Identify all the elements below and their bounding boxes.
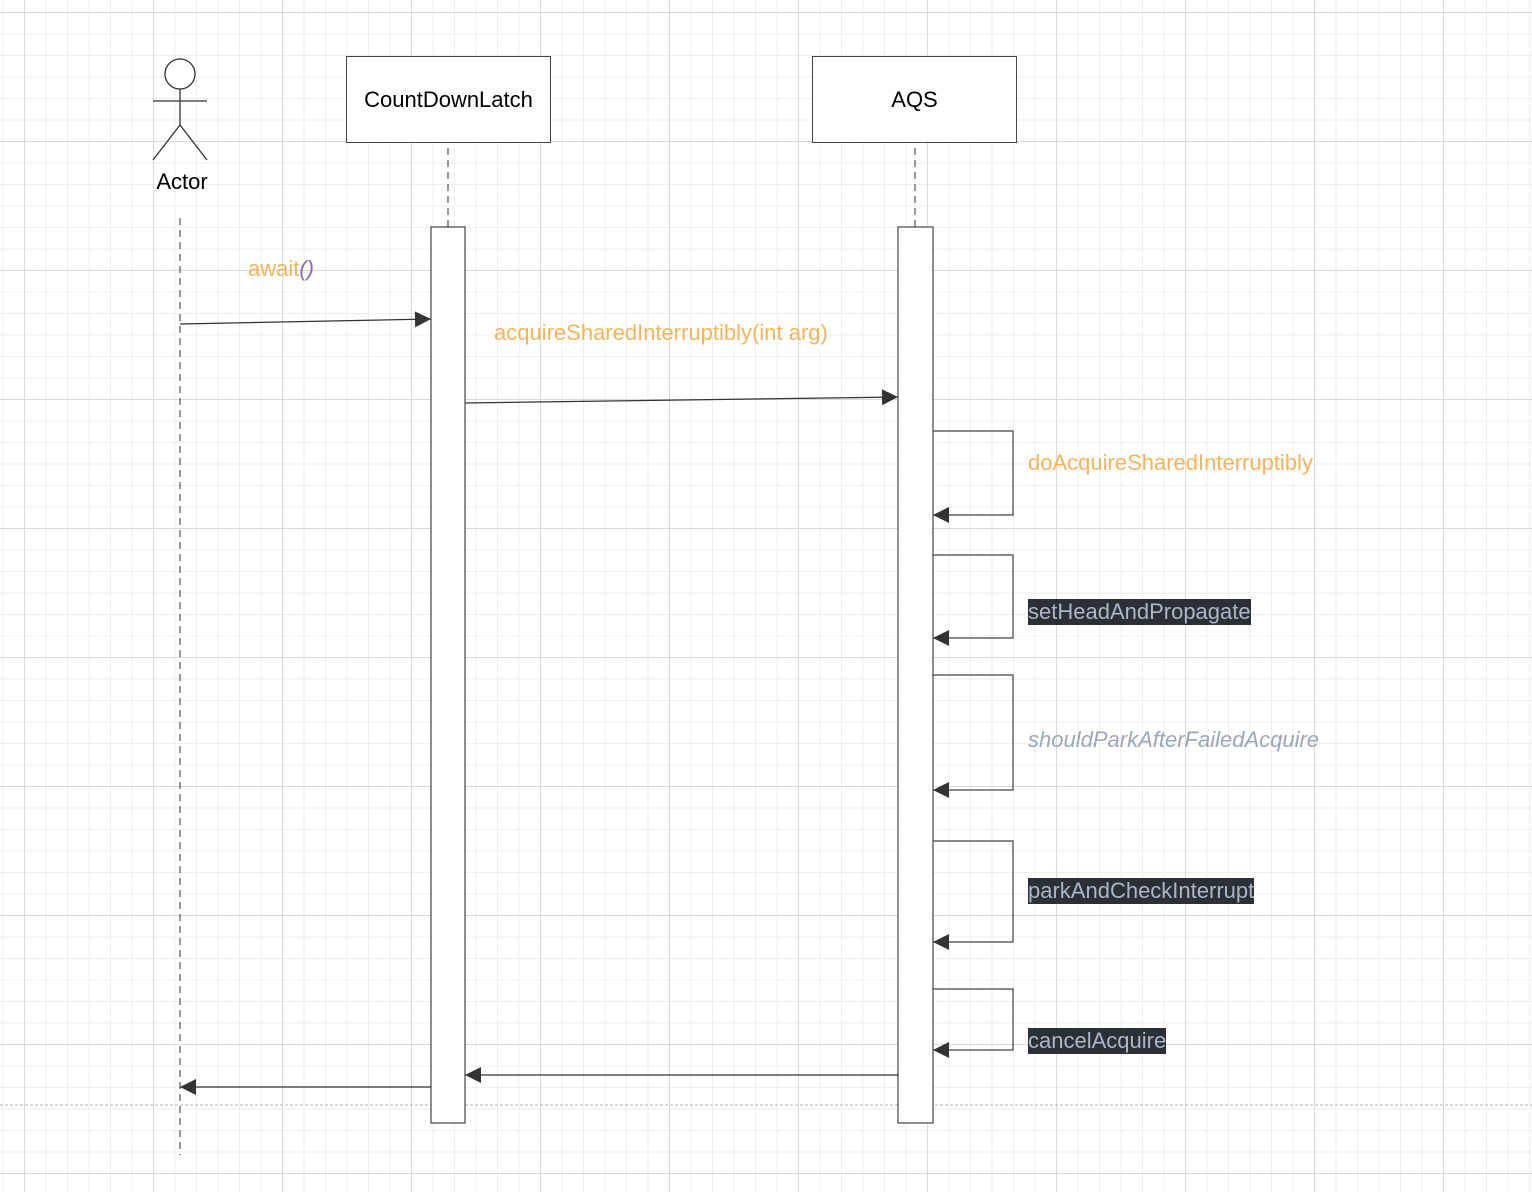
- should-park-message-label[interactable]: shouldParkAfterFailedAcquire: [1028, 727, 1320, 752]
- park-check-self-arrow[interactable]: [933, 840, 1014, 950]
- countdownlatch-activation[interactable]: [430, 226, 466, 1124]
- aqs-activation[interactable]: [897, 226, 934, 1124]
- await-parens: (): [299, 256, 315, 281]
- do-acquire-message-label[interactable]: doAcquireSharedInterruptibly: [1028, 450, 1313, 475]
- cancel-self-arrow[interactable]: [933, 988, 1014, 1058]
- await-message-label[interactable]: await(): [248, 256, 314, 282]
- countdownlatch-label: CountDownLatch: [364, 86, 533, 112]
- actor-figure[interactable]: [152, 58, 208, 161]
- acquire-message-label[interactable]: acquireSharedInterruptibly(int arg): [494, 320, 828, 345]
- actor-label: Actor: [156, 169, 208, 194]
- aqs-box[interactable]: AQS: [812, 56, 1017, 143]
- acquire-arrow[interactable]: [464, 389, 899, 406]
- await-arrow[interactable]: [179, 311, 432, 328]
- countdownlatch-box[interactable]: CountDownLatch: [346, 56, 551, 143]
- await-method-name: await: [248, 256, 300, 281]
- cancel-message-label[interactable]: cancelAcquire: [1028, 1028, 1167, 1054]
- aqs-label: AQS: [891, 86, 938, 112]
- should-park-self-arrow[interactable]: [933, 674, 1014, 798]
- set-head-self-arrow[interactable]: [933, 554, 1014, 646]
- do-acquire-self-arrow[interactable]: [933, 430, 1014, 523]
- set-head-message-label[interactable]: setHeadAndPropagate: [1028, 599, 1251, 625]
- park-check-message-label[interactable]: parkAndCheckInterrupt: [1028, 878, 1255, 904]
